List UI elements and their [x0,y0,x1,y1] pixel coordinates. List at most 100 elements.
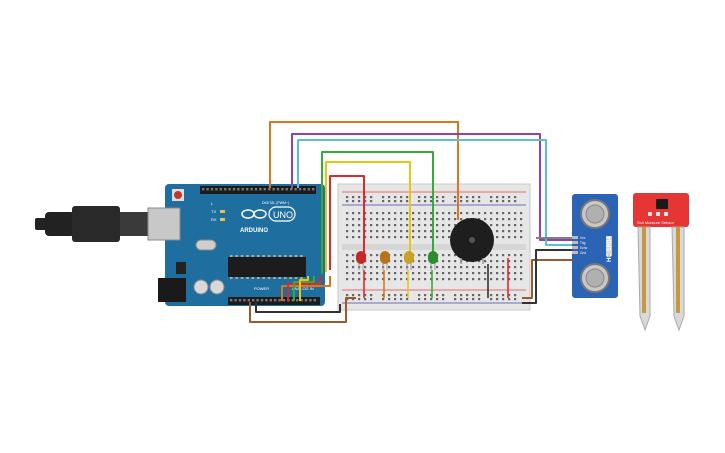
rail-hole [460,196,463,199]
hole [436,230,439,233]
hole [466,266,469,269]
hole [454,224,457,227]
hole [346,212,349,215]
led-orange[interactable] [380,251,390,270]
rx-led [220,218,225,221]
led-body [380,251,390,264]
rail-hole [352,200,355,203]
ultrasonic-pin [572,246,578,249]
rail-hole [424,298,427,301]
hole [448,224,451,227]
arduino-board[interactable]: ARDUINO UNO DIGITAL (PWM~) POWER ANALOG … [147,184,325,306]
hole [352,218,355,221]
uno-badge [268,206,296,222]
hole [376,272,379,275]
analog-label: ANALOG IN [292,286,314,291]
rail-hole [466,196,469,199]
header-pin [304,299,308,302]
rail-hole [406,196,409,199]
hole [370,212,373,215]
hole [508,254,511,257]
hole [412,212,415,215]
hole [388,230,391,233]
chip-pin [267,255,271,257]
hole [358,212,361,215]
hole [508,260,511,263]
hole [418,224,421,227]
led-body [428,251,438,264]
chip-pin [284,255,287,257]
rail-hole [364,294,367,297]
chip-pin [251,255,255,257]
chip-pin [235,277,238,279]
hole [448,254,451,257]
hole [364,278,367,281]
hole [352,278,355,281]
hole [436,224,439,227]
hole [496,278,499,281]
purple-wire [291,133,572,241]
rail-hole [442,294,445,297]
rail-hole [514,200,517,203]
rail-hole [478,200,481,203]
hole [472,266,475,269]
yellow-wire [325,161,411,272]
hole [370,236,373,239]
header-pin [300,299,303,302]
rail-hole [394,294,397,297]
hole [370,230,373,233]
led-red[interactable] [356,251,366,270]
rail-hole [382,294,385,297]
moisture-chip [656,199,668,209]
hole [490,260,493,263]
soil-moisture-sensor[interactable]: Soil Moisture Sensor [633,193,689,332]
header-pin [282,299,286,302]
hole [424,236,427,239]
hole [520,254,523,257]
rail-hole [508,200,511,203]
piezo-buzzer[interactable] [450,218,494,264]
header-pin [268,188,271,191]
hole [478,278,481,281]
hole [442,272,445,275]
hole [352,272,355,275]
hole [472,212,475,215]
hole [388,224,391,227]
rail-hole [508,294,511,297]
rail-hole [406,294,409,297]
hole [376,254,379,257]
orange-wire [281,276,331,301]
hole [370,272,373,275]
hole [400,266,403,269]
rail-hole [346,294,349,297]
hole [352,254,355,257]
header-pin [263,188,266,191]
led-green[interactable] [428,251,438,270]
hole [352,236,355,239]
rail-hole [400,196,403,199]
hole [424,212,427,215]
hole [364,272,367,275]
header-pin [215,188,218,191]
hole [514,230,517,233]
led-yellow[interactable] [404,251,414,270]
hole [472,278,475,281]
hole [508,278,511,281]
rail-hole [346,200,349,203]
hole [346,278,349,281]
hole [508,236,511,239]
rail-hole [502,196,505,199]
rail-hole [514,294,517,297]
hole [424,260,427,263]
chip-pin [300,277,303,279]
hole [436,218,439,221]
hole [490,272,493,275]
moisture-pins [648,212,668,216]
rail-hole [478,196,481,199]
header-pin [290,188,293,191]
rail-hole [388,294,391,297]
header-pin [210,188,214,191]
hole [412,218,415,221]
